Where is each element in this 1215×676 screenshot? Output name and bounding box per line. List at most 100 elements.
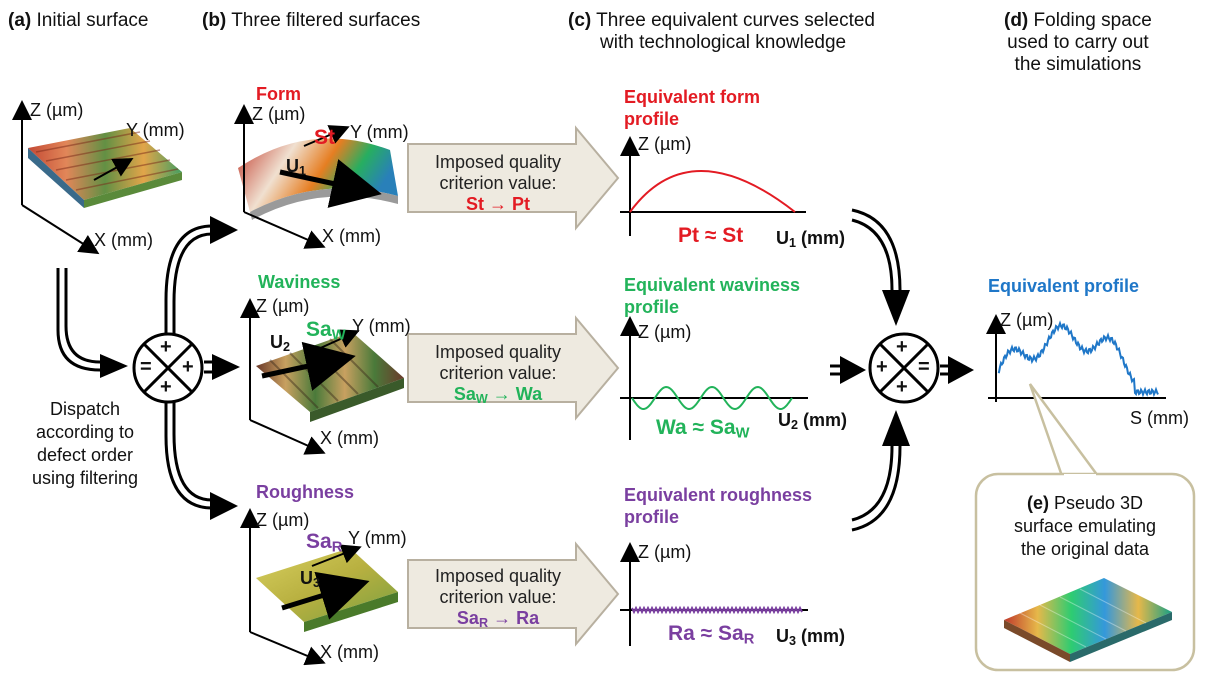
form-profile-plot <box>620 136 806 236</box>
roughness-criterion-line2: criterion value: <box>439 587 557 607</box>
folding-operator-circle <box>868 332 940 404</box>
roughness-profile-title-line2: profile <box>624 507 680 527</box>
waviness-criterion-b: → Wa <box>487 384 543 404</box>
form-criterion-line2: criterion value: <box>439 173 557 193</box>
form-surface-graphic <box>234 104 398 249</box>
form-profile-u-sub: 1 <box>789 236 797 251</box>
waviness-param-main: Sa <box>306 318 332 341</box>
dispatch-line3: defect order <box>36 445 134 465</box>
waviness-criterion-line1: Imposed quality <box>434 342 562 362</box>
form-title: Form <box>256 84 301 104</box>
form-criterion-text: Imposed quality criterion value: St → Pt <box>418 152 578 215</box>
roughness-profile-unit: (mm) <box>796 626 846 646</box>
folding-equals: = <box>918 356 930 378</box>
dispatch-plus-right: + <box>182 356 194 378</box>
equivalent-z-axis-label: Z (µm) <box>1000 310 1054 330</box>
waviness-profile-u-label: U2 (mm) <box>778 410 847 435</box>
dispatch-equals: = <box>140 356 152 378</box>
roughness-y-axis-label: Y (mm) <box>348 528 407 548</box>
roughness-profile-z-label: Z (µm) <box>638 542 692 562</box>
header-c-tag: (c) <box>568 10 592 31</box>
roughness-u-letter: U <box>300 568 313 588</box>
roughness-param: SaR <box>306 530 343 558</box>
waviness-y-axis-label: Y (mm) <box>352 316 411 336</box>
dispatch-plus-bottom: + <box>160 376 172 398</box>
header-a-text: Initial surface <box>36 10 149 31</box>
roughness-u-sub: 3 <box>313 576 321 591</box>
criterion-arrow-roughness <box>407 541 620 647</box>
dispatch-line2: according to <box>35 422 135 442</box>
waviness-u-label: U2 <box>270 332 290 357</box>
folding-arrows <box>830 208 974 532</box>
pseudo3d-surface-graphic <box>1004 578 1172 662</box>
roughness-u-label: U3 <box>300 568 320 593</box>
criterion-arrow-form <box>407 125 620 231</box>
folding-plus-bottom: + <box>896 376 908 398</box>
dispatch-arrows <box>56 216 240 520</box>
form-profile-u-label: U1 (mm) <box>776 228 845 253</box>
dispatch-text: Dispatch according to defect order using… <box>20 398 150 490</box>
form-profile-title: Equivalent form profile <box>624 86 760 130</box>
form-criterion-line1: Imposed quality <box>434 152 562 172</box>
waviness-profile-plot <box>620 316 808 440</box>
initial-x-axis-label: X (mm) <box>94 230 153 250</box>
header-b: (b) Three filtered surfaces <box>202 10 420 32</box>
header-b-tag: (b) <box>202 10 227 31</box>
waviness-profile-eq-sub: W <box>735 425 750 442</box>
roughness-criterion-line1: Imposed quality <box>434 566 562 586</box>
roughness-profile-title: Equivalent roughness profile <box>624 484 812 528</box>
form-x-axis-label: X (mm) <box>322 226 381 246</box>
waviness-surface-graphic <box>240 298 404 455</box>
waviness-profile-title-line2: profile <box>624 297 680 317</box>
dispatch-line1: Dispatch <box>49 399 121 419</box>
waviness-profile-u-sub: 2 <box>791 418 799 433</box>
roughness-criterion-text: Imposed quality criterion value: SaR → R… <box>418 566 578 634</box>
form-u-label: U1 <box>286 156 306 181</box>
waviness-profile-unit: (mm) <box>798 410 848 430</box>
header-b-text: Three filtered surfaces <box>231 10 421 31</box>
roughness-profile-plot <box>620 542 808 646</box>
header-c-line1: Three equivalent curves selected <box>596 10 875 31</box>
initial-surface-graphic <box>11 100 182 255</box>
waviness-profile-eq: Wa ≈ SaW <box>656 417 750 444</box>
criterion-arrow-waviness <box>407 315 620 421</box>
waviness-x-axis-label: X (mm) <box>320 428 379 448</box>
header-d-line3: the simulations <box>1014 54 1142 75</box>
header-d-line2: used to carry out <box>1007 32 1149 53</box>
waviness-criterion-value: SaW → Wa <box>418 384 578 410</box>
equivalent-profile-title: Equivalent profile <box>988 276 1140 296</box>
roughness-surface-graphic <box>240 508 398 666</box>
equivalent-s-axis-label: S (mm) <box>1130 408 1189 428</box>
waviness-profile-title-line1: Equivalent waviness <box>624 275 801 295</box>
roughness-profile-eq-main: Ra ≈ Sa <box>668 622 744 645</box>
equivalent-profile-plot <box>986 314 1166 402</box>
form-y-axis-label: Y (mm) <box>350 122 409 142</box>
waviness-param: SaW <box>306 318 346 346</box>
roughness-profile-u-label: U3 (mm) <box>776 626 845 651</box>
form-profile-unit: (mm) <box>796 228 846 248</box>
form-u-letter: U <box>286 156 299 176</box>
waviness-u-sub: 2 <box>283 340 291 355</box>
header-d-line1: Folding space <box>1033 10 1152 31</box>
waviness-profile-z-label: Z (µm) <box>638 322 692 342</box>
roughness-param-sub: R <box>331 539 343 556</box>
pseudo3d-text: (e) Pseudo 3D surface emulating the orig… <box>990 492 1180 561</box>
pseudo3d-line1: Pseudo 3D <box>1053 493 1144 513</box>
roughness-profile-eq: Ra ≈ SaR <box>668 622 755 650</box>
waviness-title: Waviness <box>258 272 341 292</box>
waviness-u-letter: U <box>270 332 283 352</box>
dispatch-line4: using filtering <box>31 468 139 488</box>
roughness-criterion-a: Sa <box>456 608 479 628</box>
roughness-title: Roughness <box>256 482 355 502</box>
pseudo3d-line2: surface emulating <box>1013 516 1157 536</box>
waviness-criterion-text: Imposed quality criterion value: SaW → W… <box>418 342 578 410</box>
form-profile-title-line2: profile <box>624 109 680 129</box>
form-profile-u: U <box>776 228 789 248</box>
dispatch-plus-top: + <box>160 336 172 358</box>
form-profile-title-line1: Equivalent form <box>624 87 761 107</box>
waviness-profile-u: U <box>778 410 791 430</box>
roughness-param-main: Sa <box>306 530 332 553</box>
header-c-line2: with technological knowledge <box>600 32 847 53</box>
roughness-profile-eq-sub: R <box>743 631 755 648</box>
